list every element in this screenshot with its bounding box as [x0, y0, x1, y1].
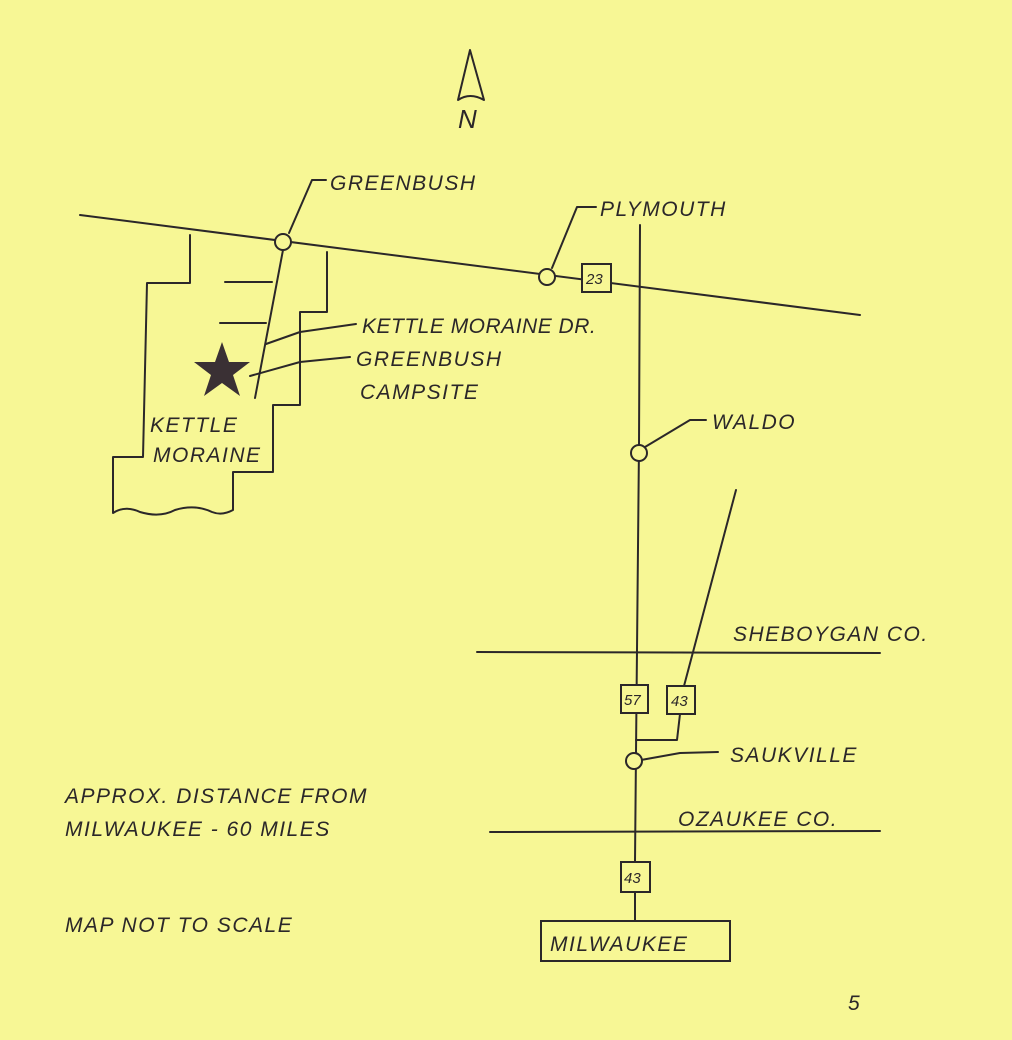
- plymouth-label: PLYMOUTH: [600, 198, 727, 221]
- highway-57-road: [634, 224, 641, 863]
- highway-57-shield: [620, 684, 649, 714]
- highway-43-shield: [666, 685, 696, 715]
- highway-23-shield: [581, 263, 612, 293]
- campsite-star-icon: [194, 342, 250, 396]
- ozaukee-county-line: [489, 830, 881, 833]
- sheboygan-county-line: [476, 651, 881, 654]
- kettle-moraine-label-line1: KETTLE: [150, 414, 238, 437]
- distance-note-line2: MILWAUKEE - 60 MILES: [65, 818, 331, 841]
- kettle-moraine-boundary: [112, 234, 328, 516]
- kettle-moraine-label-line2: MORAINE: [153, 444, 262, 467]
- waldo-label: WALDO: [712, 411, 796, 434]
- highway-43-connector: [635, 713, 681, 741]
- page-number: 5: [848, 992, 861, 1015]
- distance-note-line1: APPROX. DISTANCE FROM: [63, 785, 368, 808]
- greenbush-town-marker: [274, 233, 292, 251]
- highway-43-number: 43: [671, 693, 688, 710]
- saukville-town-marker: [625, 752, 643, 770]
- north-arrow-icon: [457, 49, 485, 101]
- highway-23-number: 23: [585, 271, 603, 288]
- waldo-town-marker: [630, 444, 648, 462]
- campsite-label-line1: GREENBUSH: [356, 348, 503, 371]
- highway-43-road: [683, 489, 737, 687]
- milwaukee-label: MILWAUKEE: [550, 933, 688, 956]
- north-label: N: [458, 104, 478, 134]
- milwaukee-box: [540, 920, 731, 962]
- highway-57-number: 57: [624, 692, 641, 709]
- plymouth-town-marker: [538, 268, 556, 286]
- highway-43-number-south: 43: [624, 870, 641, 887]
- ozaukee-county-label: OZAUKEE CO.: [678, 808, 838, 831]
- sheboygan-county-label: SHEBOYGAN CO.: [733, 623, 929, 646]
- highway-43-shield-south: [620, 861, 651, 893]
- highway-23-road: [79, 214, 861, 316]
- kettle-moraine-dr-label: KETTLE MORAINE DR.: [362, 315, 596, 338]
- scale-note: MAP NOT TO SCALE: [65, 914, 293, 937]
- campsite-label-line2: CAMPSITE: [360, 381, 479, 404]
- leader-arrows: [249, 179, 719, 761]
- saukville-label: SAUKVILLE: [730, 744, 858, 767]
- greenbush-label: GREENBUSH: [330, 172, 477, 195]
